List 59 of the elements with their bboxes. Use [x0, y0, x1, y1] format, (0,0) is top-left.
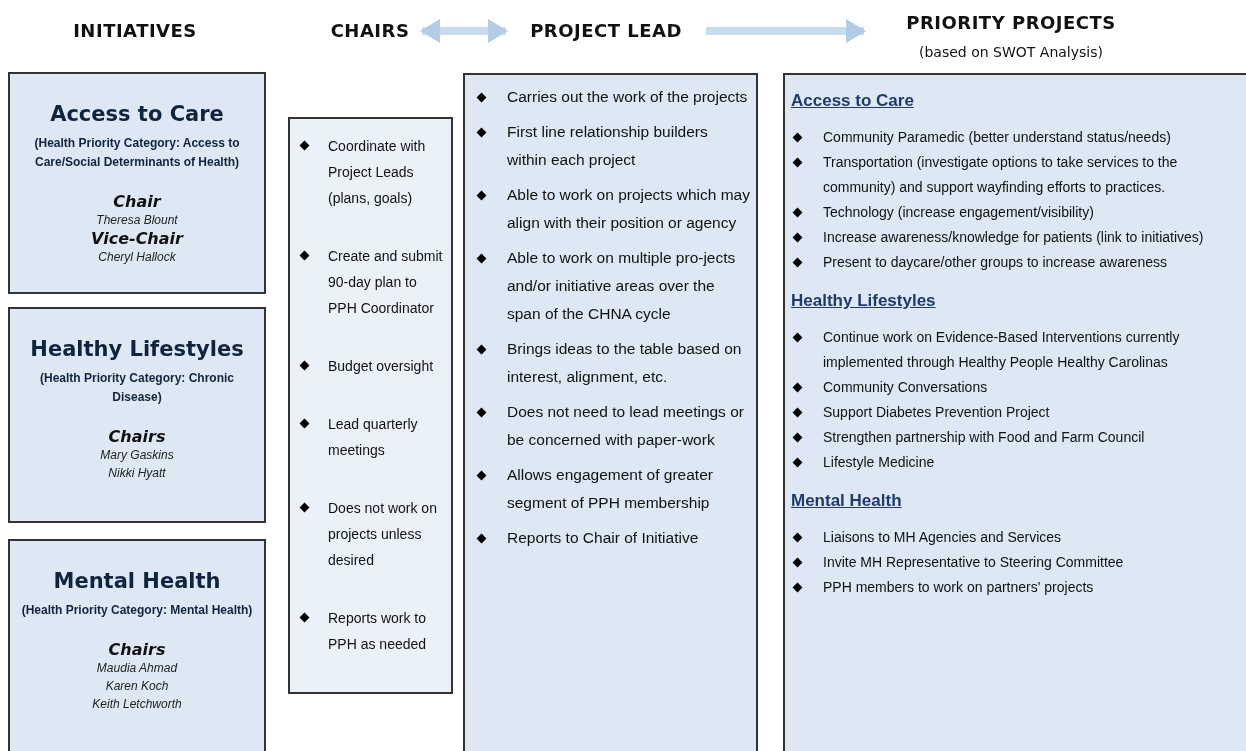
bullet-text: Lead quarterly meetings [328, 415, 419, 460]
heading-note: (based on SWOT Analysis) [918, 44, 1104, 60]
category-note: (Health Priority Category: Access to Care/Social Determinants of Health) [33, 135, 241, 171]
section-heading: Access to Care [791, 91, 914, 111]
bullet-text: Liaisons to MH Agencies and Services [823, 528, 1063, 547]
category-note: (Health Priority Category: Chronic Disease) [39, 370, 235, 406]
bullet-text: Community Conversations [823, 378, 989, 397]
initiative-title: Mental Health [52, 569, 222, 593]
bullet-text: Reports to Chair of Initiative [507, 528, 700, 548]
bullet-text: Carries out the work of the projects [507, 87, 749, 107]
person-name: Karen Koch [104, 678, 170, 695]
column-heading: PROJECT LEAD [529, 19, 683, 43]
bullet-text: PPH members to work on partners' projects [823, 578, 1095, 597]
bullet-text: Coordinate with Project Leads (plans, goals) [328, 137, 427, 208]
role-title: Chair [112, 192, 163, 211]
section-heading: Healthy Lifestyles [791, 291, 936, 311]
bullet-text: Strengthen partnership with Food and Farm Council [823, 428, 1146, 447]
bullet-text: Does not need to lead meetings or be concerned with paper-work [507, 402, 745, 450]
person-name: Nikki Hyatt [107, 465, 167, 482]
bullet-text: Support Diabetes Prevention Project [823, 403, 1051, 422]
column-heading: PRIORITY PROJECTS [905, 11, 1117, 35]
person-name: Keith Letchworth [91, 696, 183, 713]
bullet-text: Brings ideas to the table based on interest, alignment, etc. [507, 339, 743, 387]
category-note: (Health Priority Category: Mental Health) [20, 602, 254, 619]
role-card [463, 73, 758, 751]
initiative-title: Access to Care [49, 102, 225, 126]
person-name: Cheryl Hallock [97, 249, 177, 266]
initiative-card [8, 539, 266, 751]
bullet-text: Allows engagement of greater segment of PPH membership [507, 465, 714, 513]
column-heading: INITIATIVES [72, 19, 198, 43]
bullet-text: Increase awareness/knowledge for patients (link to initiatives) [823, 228, 1205, 247]
bullet-text: Does not work on projects unless desired [328, 499, 438, 570]
initiative-card [8, 72, 266, 294]
bullet-text: Budget oversight [328, 357, 435, 376]
projects-card [783, 73, 1246, 751]
role-title: Vice-Chair [90, 229, 185, 248]
role-title: Chairs [107, 427, 167, 446]
person-name: Maudia Ahmad [95, 660, 179, 677]
person-name: Mary Gaskins [99, 447, 175, 464]
bullet-text: Continue work on Evidence-Based Interventions currently implemented through Healthy People Healthy Carolinas [823, 328, 1181, 372]
initiative-title: Healthy Lifestyles [29, 337, 245, 361]
section-heading: Mental Health [791, 491, 902, 511]
person-name: Theresa Blount [95, 212, 179, 229]
bullet-text: Community Paramedic (better understand status/needs) [823, 128, 1172, 147]
bullet-text: Transportation (investigate options to take services to the community) and support wayfinding efforts to practices. [823, 153, 1179, 197]
initiative-card [8, 307, 266, 523]
bullet-text: Reports work to PPH as needed [328, 609, 428, 654]
role-card [288, 117, 453, 694]
arrow [420, 19, 508, 43]
bullet-text: Create and submit 90-day plan to PPH Coordinator [328, 247, 444, 318]
bullet-text: Invite MH Representative to Steering Committee [823, 553, 1125, 572]
bullet-text: Able to work on multiple pro-jects and/or initiative areas over the span of the CHNA cycle [507, 248, 737, 324]
role-title: Chairs [107, 640, 167, 659]
column-heading: CHAIRS [329, 19, 411, 43]
bullet-text: Present to daycare/other groups to increase awareness [823, 253, 1168, 272]
bullet-text: First line relationship builders within each project [507, 122, 709, 170]
bullet-text: Lifestyle Medicine [823, 453, 936, 472]
bullet-text: Technology (increase engagement/visibility) [823, 203, 1095, 222]
bullet-text: Able to work on projects which may align with their position or agency [507, 185, 750, 233]
